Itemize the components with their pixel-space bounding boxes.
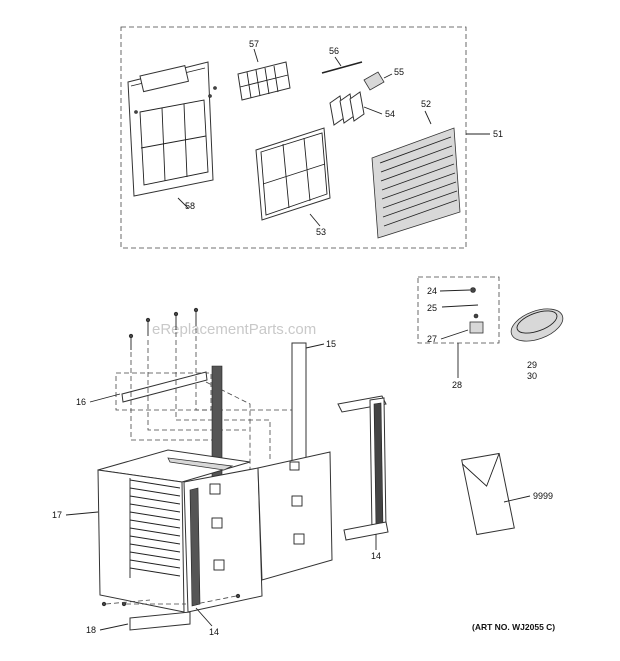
- part-56-rod: [321, 61, 363, 74]
- part-25-strip: [441, 304, 479, 308]
- group-16-dashed-box: [115, 372, 212, 411]
- guide-line-4: [195, 328, 292, 411]
- part-57-louver: [237, 61, 291, 101]
- callout-28: 28: [452, 380, 462, 390]
- part-16-rail: [121, 371, 208, 403]
- callout-18: 18: [86, 625, 96, 635]
- part-58-front-frame: [127, 61, 217, 197]
- callout-30: 30: [527, 371, 537, 381]
- leader-17: [65, 511, 99, 516]
- part-54-vanes: [329, 91, 365, 126]
- part-17-cabinet: [97, 449, 251, 613]
- callout-25: 25: [427, 303, 437, 313]
- part-55-knob: [363, 71, 385, 91]
- leader-15: [305, 343, 325, 349]
- part-26-clip: [473, 313, 479, 319]
- callout-27: 27: [427, 334, 437, 344]
- part-18-bracket: [129, 611, 191, 631]
- art-number: (ART NO. WJ2055 C): [472, 622, 555, 632]
- group-51-dashed-box: [120, 26, 467, 249]
- callout-57: 57: [249, 39, 259, 49]
- leader-55: [383, 73, 393, 79]
- leader-56: [334, 56, 342, 67]
- leader-58: [177, 197, 189, 209]
- part-9999-envelope: [461, 452, 515, 536]
- callout-52: 52: [421, 99, 431, 109]
- part-52-grille: [371, 127, 461, 239]
- watermark-text: eReplacementParts.com: [152, 321, 316, 338]
- part-14-curtain-frame: [337, 395, 389, 541]
- leader-57: [253, 48, 259, 63]
- part-24-head: [470, 287, 476, 293]
- guide-line-1: [130, 352, 218, 441]
- callout-17: 17: [52, 510, 62, 520]
- callout-29: 29: [527, 360, 537, 370]
- leader-18: [99, 623, 129, 631]
- group-28-dashed-box: [417, 276, 500, 344]
- callout-15: 15: [326, 339, 336, 349]
- callout-58: 58: [185, 201, 195, 211]
- callout-56: 56: [329, 46, 339, 56]
- callout-55: 55: [394, 67, 404, 77]
- callout-53: 53: [316, 227, 326, 237]
- part-15-seal: [291, 342, 307, 471]
- leader-53: [309, 213, 321, 227]
- bottom-screws: [101, 593, 241, 607]
- leader-16: [89, 393, 121, 403]
- callout-54: 54: [385, 109, 395, 119]
- part-53-filter: [255, 127, 331, 221]
- guide-line-3: [175, 332, 271, 460]
- leader-9999: [503, 495, 531, 503]
- part-27-pad: [469, 321, 484, 334]
- leader-52: [424, 110, 432, 125]
- top-screws: [128, 307, 199, 350]
- callout-14b: 14: [371, 551, 381, 561]
- callout-51: 51: [493, 129, 503, 139]
- leader-54: [363, 106, 383, 115]
- callout-16: 16: [76, 397, 86, 407]
- callout-14a: 14: [209, 627, 219, 637]
- leader-14a: [195, 607, 213, 627]
- leader-27: [440, 329, 469, 340]
- part-24-screw: [439, 289, 471, 292]
- chassis-frame: [183, 451, 333, 613]
- callout-9999: 9999: [533, 491, 553, 501]
- part-29-30-oval: [510, 308, 564, 342]
- callout-24: 24: [427, 286, 437, 296]
